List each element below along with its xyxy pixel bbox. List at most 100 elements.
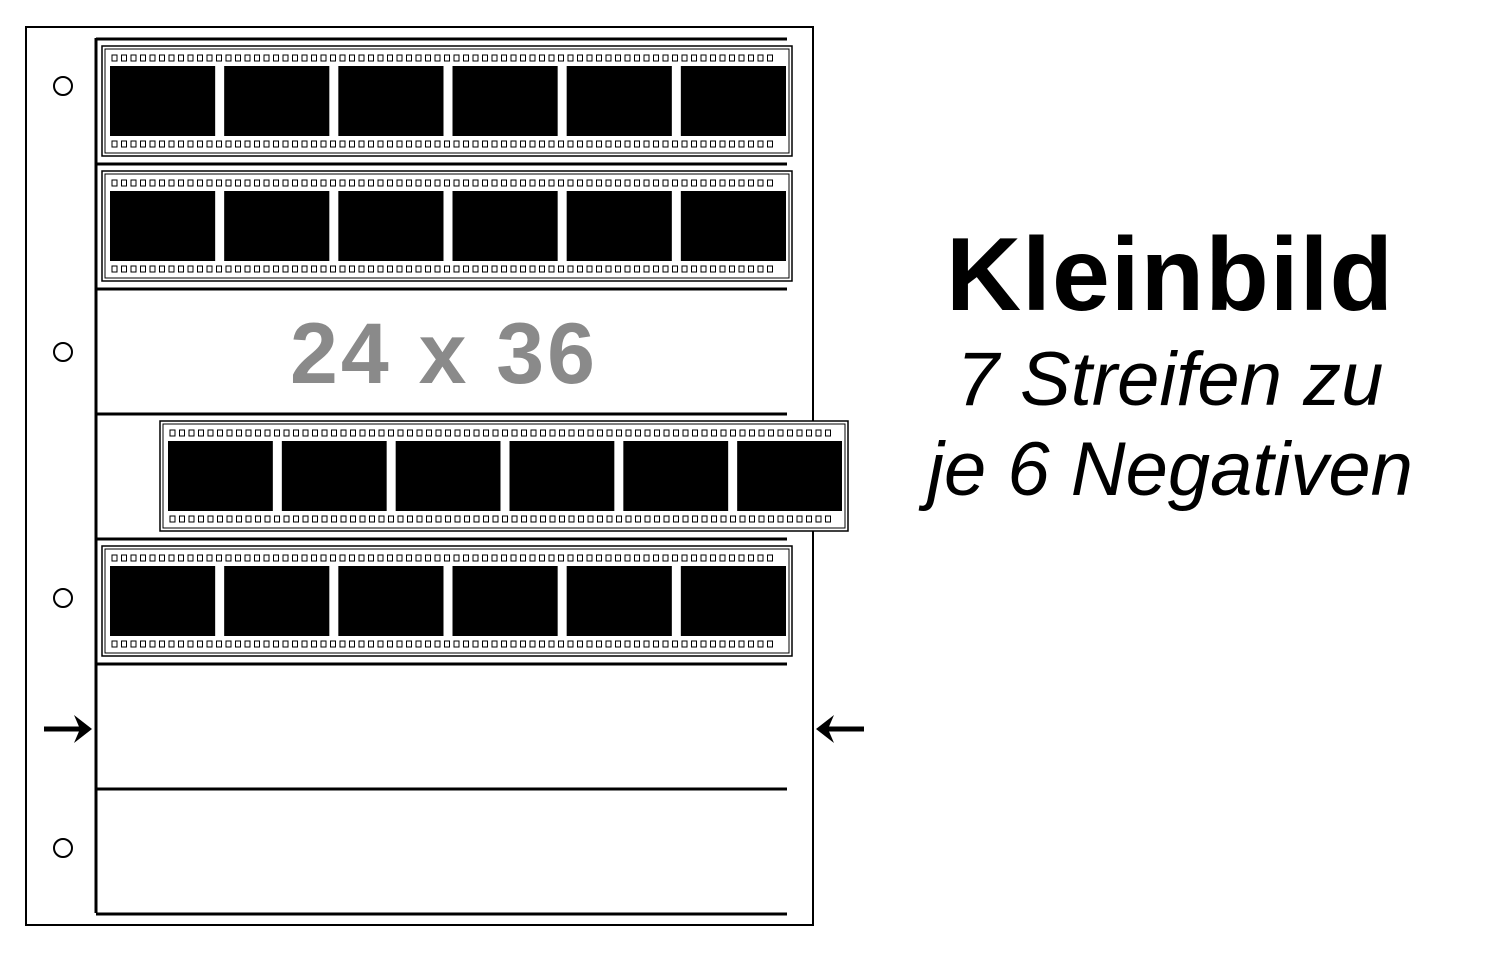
perforation bbox=[149, 179, 156, 187]
perforation bbox=[368, 140, 374, 148]
perforation bbox=[577, 640, 583, 648]
perforation bbox=[254, 140, 260, 148]
perforation bbox=[520, 640, 526, 648]
perforation bbox=[567, 640, 574, 648]
perforation bbox=[111, 140, 118, 148]
perforation bbox=[206, 54, 213, 62]
perforation bbox=[406, 265, 412, 273]
perforation bbox=[149, 554, 156, 562]
perforation bbox=[529, 140, 536, 148]
perforation bbox=[663, 429, 670, 437]
perforation bbox=[491, 640, 498, 648]
perforation bbox=[482, 640, 488, 648]
perforation bbox=[482, 179, 488, 187]
perforation bbox=[396, 54, 403, 62]
perforation bbox=[168, 54, 175, 62]
perforation bbox=[387, 179, 393, 187]
perforation bbox=[501, 54, 507, 62]
perforation bbox=[225, 140, 232, 148]
perforation bbox=[263, 554, 270, 562]
perforation bbox=[529, 54, 536, 62]
perforation bbox=[691, 640, 697, 648]
perforation bbox=[169, 429, 176, 437]
perforation bbox=[311, 265, 317, 273]
perforation bbox=[472, 554, 479, 562]
perforation bbox=[491, 54, 498, 62]
perforation bbox=[349, 140, 355, 148]
perforation bbox=[140, 554, 146, 562]
perforation bbox=[339, 179, 346, 187]
perforation bbox=[187, 140, 194, 148]
perforation bbox=[596, 554, 602, 562]
perforation bbox=[559, 429, 565, 437]
perforation bbox=[130, 640, 137, 648]
perforation bbox=[254, 265, 260, 273]
perforation bbox=[425, 554, 431, 562]
perforation bbox=[540, 515, 546, 523]
perforation bbox=[216, 640, 222, 648]
perforation bbox=[378, 515, 385, 523]
perforation bbox=[711, 515, 717, 523]
perforation bbox=[149, 140, 156, 148]
perforation bbox=[616, 515, 622, 523]
perforation bbox=[482, 54, 488, 62]
perforation bbox=[330, 140, 336, 148]
perforation bbox=[349, 265, 355, 273]
perforation bbox=[235, 265, 241, 273]
perforation bbox=[282, 179, 289, 187]
perforation bbox=[159, 554, 165, 562]
subheading-line-1: 7 Streifen zu bbox=[956, 337, 1384, 422]
perforation bbox=[738, 54, 745, 62]
perforation bbox=[282, 140, 289, 148]
perforation bbox=[426, 515, 432, 523]
perforation bbox=[473, 429, 480, 437]
perforation bbox=[615, 140, 621, 148]
perforation bbox=[510, 640, 517, 648]
perforation bbox=[596, 640, 602, 648]
perforation bbox=[359, 429, 366, 437]
perforation bbox=[511, 515, 518, 523]
perforation bbox=[767, 140, 773, 148]
perforation bbox=[682, 429, 689, 437]
perforation bbox=[605, 265, 612, 273]
perforation bbox=[388, 515, 394, 523]
heading: Kleinbild bbox=[945, 217, 1395, 333]
perforation bbox=[624, 140, 631, 148]
perforation bbox=[758, 429, 765, 437]
perforation bbox=[578, 515, 584, 523]
perforation bbox=[339, 640, 346, 648]
perforation bbox=[464, 515, 470, 523]
perforation bbox=[681, 140, 688, 148]
perforation bbox=[388, 429, 394, 437]
negative-frame bbox=[452, 191, 558, 261]
perforation bbox=[710, 140, 716, 148]
perforation bbox=[121, 265, 127, 273]
subheading-line-2: je 6 Negativen bbox=[927, 427, 1413, 512]
perforation bbox=[662, 554, 669, 562]
perforation bbox=[206, 179, 213, 187]
perforation bbox=[244, 554, 251, 562]
perforation bbox=[738, 265, 745, 273]
perforation bbox=[187, 640, 194, 648]
perforation bbox=[634, 140, 640, 148]
perforation bbox=[444, 54, 450, 62]
perforation bbox=[187, 54, 194, 62]
perforation bbox=[520, 54, 526, 62]
perforation bbox=[406, 54, 412, 62]
perforation bbox=[654, 429, 660, 437]
perforation bbox=[159, 179, 165, 187]
film-strip bbox=[101, 545, 793, 657]
perforation bbox=[140, 54, 146, 62]
perforation bbox=[643, 265, 650, 273]
perforation bbox=[159, 640, 165, 648]
perforation bbox=[673, 429, 679, 437]
perforation bbox=[444, 640, 450, 648]
perforation bbox=[539, 54, 545, 62]
perforation bbox=[673, 515, 679, 523]
perforation bbox=[415, 54, 422, 62]
perforation bbox=[634, 640, 640, 648]
perforation bbox=[453, 54, 460, 62]
perforation bbox=[767, 640, 773, 648]
perforation bbox=[730, 429, 736, 437]
perforation bbox=[235, 140, 241, 148]
